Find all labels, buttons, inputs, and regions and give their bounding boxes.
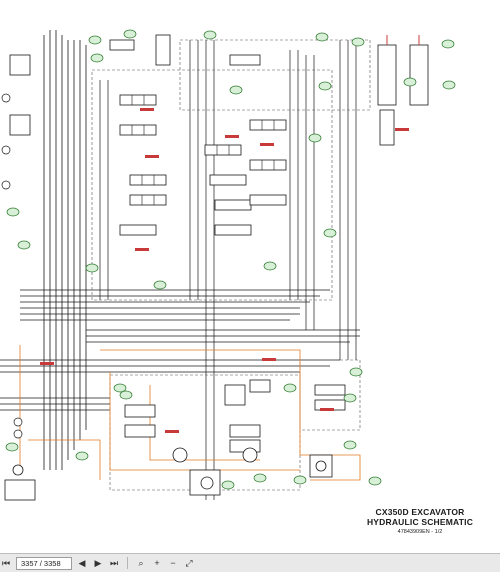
travel-valves	[4, 379, 346, 501]
boom-cylinders	[9, 34, 429, 146]
cylinder-rods	[386, 35, 420, 45]
horizontal-bus-lines	[0, 289, 360, 411]
hydraulic-schematic	[0, 29, 456, 501]
title-block: CX350D EXCAVATOR HYDRAULIC SCHEMATIC 478…	[360, 507, 480, 535]
next-page-icon[interactable]: ▶	[94, 557, 102, 568]
first-page-icon[interactable]: ⏮	[1, 557, 11, 568]
zoom-in-icon[interactable]: +	[154, 557, 160, 568]
page-indicator-text: 3357 / 3358	[21, 558, 61, 568]
red-component-markers	[40, 108, 409, 433]
fit-icon[interactable]: ⤢	[185, 557, 193, 568]
spool-dividers	[131, 95, 275, 205]
valve-block-lines	[99, 40, 357, 500]
title-model: CX350D EXCAVATOR	[375, 507, 465, 517]
control-valve-spools	[109, 39, 287, 236]
dashed-boundaries	[91, 39, 371, 491]
left-gauges	[1, 93, 23, 439]
pilot-lines	[19, 345, 361, 481]
pump-motors	[12, 447, 327, 490]
title-doc-number: 47843909EN - 1/2	[397, 529, 443, 535]
search-icon[interactable]: ⌕	[138, 557, 144, 568]
zoom-out-icon[interactable]: −	[170, 557, 176, 568]
document-viewer[interactable]: CX350D EXCAVATOR HYDRAULIC SCHEMATIC 478…	[0, 0, 500, 553]
page-indicator[interactable]: 3357 / 3358	[16, 556, 72, 570]
port-tags	[5, 29, 456, 490]
left-trunk-lines	[43, 30, 87, 470]
title-schematic: HYDRAULIC SCHEMATIC	[366, 517, 474, 527]
last-page-icon[interactable]: ⏭	[109, 557, 119, 568]
prev-page-icon[interactable]: ◀	[78, 557, 86, 568]
viewer-toolbar: ⏮ 3357 / 3358 ◀ ▶ ⏭ ⌕ + − ⤢	[0, 553, 500, 572]
toolbar-divider	[127, 557, 128, 569]
